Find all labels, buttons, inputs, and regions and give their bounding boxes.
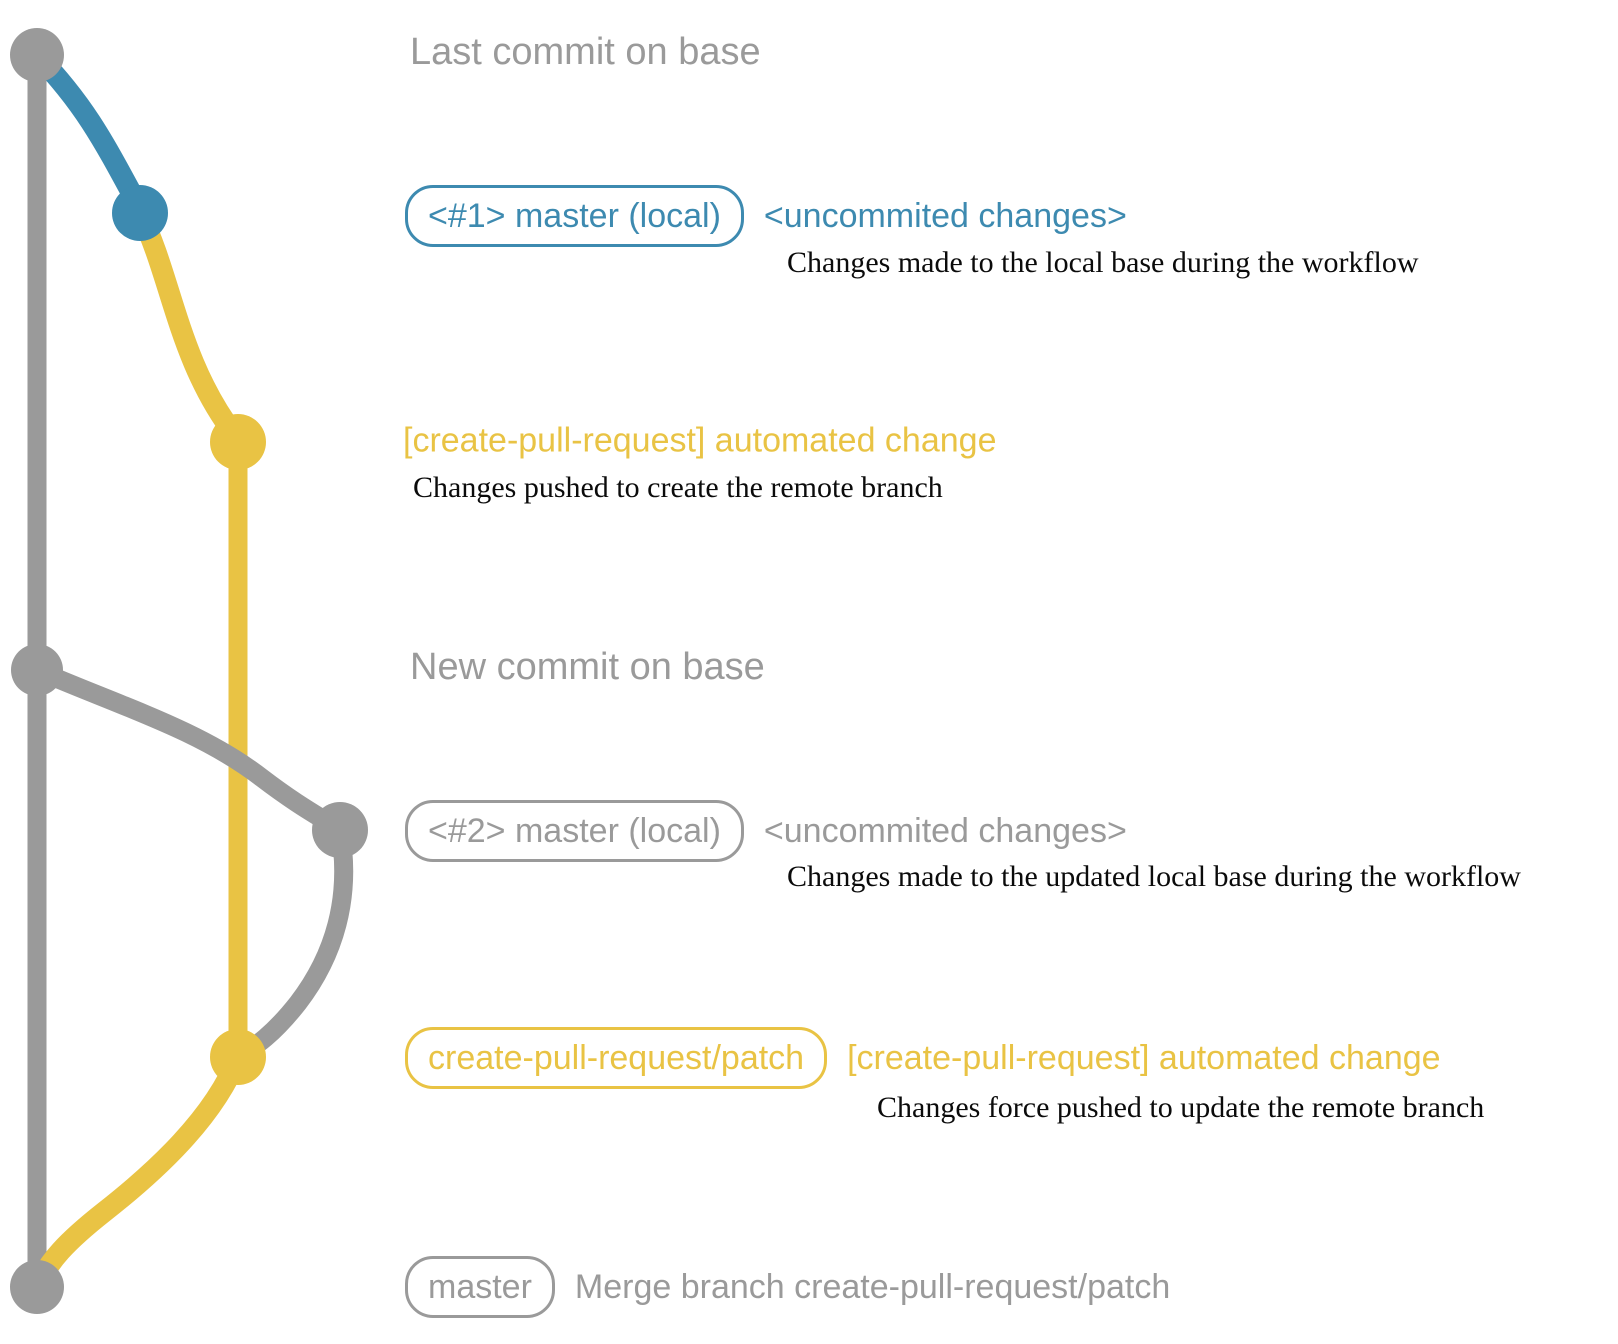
label-last-commit-on-base: Last commit on base [410,31,761,74]
commit-node-last-on-base [10,28,64,82]
branch-local-2-curve-top [27,660,350,840]
commit-node-local-2 [312,802,368,858]
desc-local-base-changes-2: Changes made to the updated local base d… [787,860,1521,893]
branch-badge-master: master [405,1255,555,1319]
git-graph [10,28,368,1314]
row-local-2: <#2> master (local) <uncommited changes> [405,799,1127,863]
commit-node-patch-2 [210,1029,266,1085]
row-merge: master Merge branch create-pull-request/… [405,1255,1171,1319]
commit-text-merge-branch: Merge branch create-pull-request/patch [574,1267,1171,1306]
commit-node-patch-1 [210,414,266,470]
branch-badge-master-local-2: <#2> master (local) [405,799,744,863]
desc-force-pushed-update: Changes force pushed to update the remot… [877,1091,1485,1124]
row-local-1: <#1> master (local) <uncommited changes> [405,184,1127,248]
row-patch-branch: create-pull-request/patch [create-pull-r… [405,1026,1441,1090]
commit-text-uncommitted-1: <uncommited changes> [763,196,1127,235]
commit-node-merge [10,1260,64,1314]
commit-text-automated-change-1: [create-pull-request] automated change [403,421,997,460]
desc-pushed-create-remote: Changes pushed to create the remote bran… [413,471,943,504]
branch-patch-curve-top [129,202,245,445]
desc-local-base-changes-1: Changes made to the local base during th… [787,246,1419,279]
branch-patch-merge-curve [28,1046,249,1295]
branch-badge-create-pull-request-patch: create-pull-request/patch [405,1026,828,1090]
commit-node-local-1 [112,185,168,241]
commit-text-automated-change-2: [create-pull-request] automated change [847,1038,1441,1077]
label-new-commit-on-base: New commit on base [410,646,765,689]
commit-node-new-on-base [11,644,63,696]
branch-badge-master-local-1: <#1> master (local) [405,184,744,248]
commit-text-uncommitted-2: <uncommited changes> [763,811,1127,850]
branch-local-2-curve-bottom [230,820,354,1066]
branch-local-1-curve [26,44,149,216]
